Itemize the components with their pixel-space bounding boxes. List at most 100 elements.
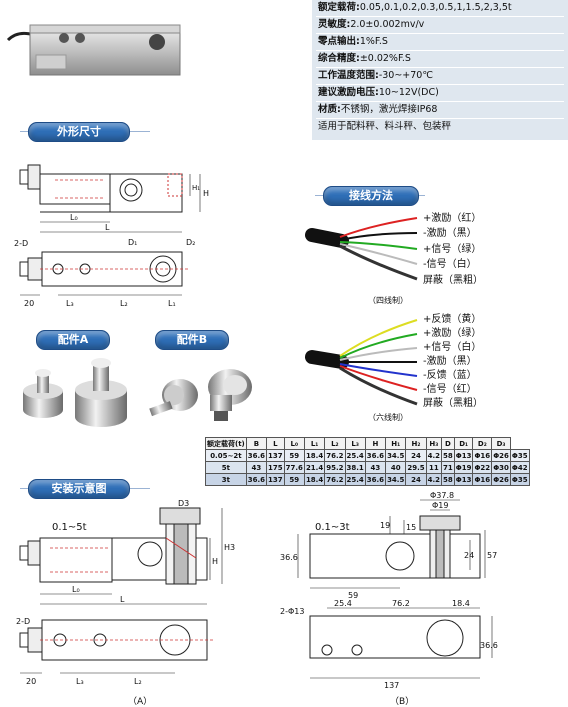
dim-20: 20 — [24, 299, 34, 308]
table-cell: 71 — [441, 461, 455, 474]
spec-row-temp-range: 工作温度范围:-30~+70℃ — [318, 70, 434, 81]
install-b-366b: 36.6 — [480, 641, 498, 650]
table-cell: Φ13 — [453, 473, 474, 486]
install-caption-a: （A） — [128, 697, 153, 707]
accessory-b-photo — [149, 369, 252, 421]
install-b-24: 24 — [464, 551, 474, 560]
table-cell: 59 — [283, 449, 305, 462]
table-cell: 58 — [441, 449, 455, 462]
table-cell: Φ19 — [453, 461, 474, 474]
table-cell: Φ22 — [472, 461, 493, 474]
spec-row-accuracy: 综合精度:±0.02%F.S — [318, 53, 411, 64]
section-wiring: 接线方法 — [323, 186, 419, 206]
table-cell: 11 — [425, 461, 443, 474]
spec-row-application: 适用于配料秤、料斗秤、包装秤 — [318, 121, 452, 132]
table-cell: 25.4 — [344, 473, 366, 486]
install-b-d19: Φ19 — [432, 501, 448, 510]
table-cell: 36.6 — [364, 473, 387, 486]
section-part-b: 配件B — [155, 330, 229, 350]
table-cell: Φ35 — [509, 449, 530, 462]
section-part-a: 配件A — [36, 330, 110, 350]
table-cell: 25.4 — [344, 449, 366, 462]
table-cell: 34.5 — [385, 449, 407, 462]
install-b-254: 25.4 — [334, 599, 352, 608]
table-cell: 24 — [405, 449, 427, 462]
table-cell: 95.2 — [324, 461, 346, 474]
install-a-D3: D3 — [178, 499, 189, 508]
table-cell: Φ35 — [509, 473, 530, 486]
dim-2D: 2-D — [14, 239, 28, 248]
install-b-59: 59 — [348, 591, 358, 600]
table-cell: 76.2 — [324, 473, 346, 486]
table-cell: 43 — [245, 461, 268, 474]
six-wire-cable — [305, 319, 418, 406]
install-a-L2: L₂ — [134, 677, 142, 686]
dim-H1: H₁ — [192, 184, 200, 192]
install-a-L3: L₃ — [76, 677, 84, 686]
install-b-15: 15 — [406, 523, 416, 532]
spec-row-sensitivity: 灵敏度:2.0±0.002mv/v — [318, 19, 425, 30]
table-cell: 36.6 — [364, 449, 387, 462]
table-cell: 18.4 — [303, 449, 326, 462]
section-outline: 外形尺寸 — [28, 122, 130, 142]
four-wire-cable — [305, 217, 418, 281]
install-drawing-a: D3 H H3 L₀ L 2-D 20 L₃ L₂ — [16, 499, 235, 686]
table-cell: Φ26 — [491, 473, 511, 486]
install-b-hole: 2-Φ13 — [280, 607, 304, 616]
install-b-137: 137 — [384, 681, 399, 690]
table-cell: 43 — [364, 461, 387, 474]
wire-label: +信号（白） — [423, 342, 482, 353]
install-b-57: 57 — [487, 551, 497, 560]
install-drawing-b: Φ37.8 Φ19 19 15 24 57 36.6 59 2-Φ13 25.4… — [280, 491, 498, 690]
wire-label: 屏蔽（黑粗） — [423, 275, 483, 286]
spec-row-rated-load: 额定载荷:0.05,0.1,0.2,0.3,0.5,1,1.5,2,3,5t — [318, 2, 512, 13]
table-cell: 4.2 — [425, 449, 443, 462]
install-left-range: 0.1~5t — [52, 522, 87, 533]
table-cell: 34.5 — [385, 473, 407, 486]
wire-label: -信号（红） — [423, 384, 477, 395]
table-cell: 4.2 — [425, 473, 443, 486]
dim-H: H — [203, 189, 209, 198]
install-right-range: 0.1~3t — [315, 522, 350, 533]
dim-D1: D₁ — [128, 238, 137, 247]
wire-label: 屏蔽（黑粗） — [423, 398, 483, 409]
table-cell: 24 — [405, 473, 427, 486]
install-b-366: 36.6 — [280, 553, 298, 562]
wire-label: -激励（黑） — [423, 228, 477, 239]
wire-label: +信号（绿） — [423, 244, 482, 255]
table-cell: 137 — [266, 449, 285, 462]
section-install: 安装示意图 — [28, 479, 130, 499]
install-a-2D: 2-D — [16, 617, 30, 626]
install-a-H3: H3 — [224, 543, 235, 552]
table-cell: Φ13 — [453, 449, 474, 462]
wire-label: +激励（红） — [423, 213, 482, 224]
table-cell: 58 — [441, 473, 455, 486]
wire-label: -反馈（蓝） — [423, 370, 477, 381]
outline-drawing: L₀ L H H₁ D₁ D₂ 2-D 20 L₃ L₂ L₁ — [14, 164, 209, 308]
table-cell: 18.4 — [303, 473, 326, 486]
wire-label: +反馈（黄） — [423, 314, 482, 325]
install-b-184: 18.4 — [452, 599, 470, 608]
load-cell-photo — [6, 24, 181, 76]
four-wire-caption: （四线制） — [368, 296, 408, 305]
spec-panel: 额定载荷:0.05,0.1,0.2,0.3,0.5,1,1.5,2,3,5t 灵… — [312, 0, 568, 140]
dim-L0: L₀ — [70, 213, 78, 222]
dim-L: L — [105, 223, 110, 232]
six-wire-caption: （六线制） — [368, 413, 408, 422]
install-a-L0: L₀ — [72, 585, 80, 594]
spec-row-material: 材质:不锈钢，激光焊接IP68 — [318, 104, 438, 115]
dim-D2: D₂ — [186, 238, 195, 247]
table-cell: Φ30 — [491, 461, 511, 474]
install-a-H: H — [212, 557, 218, 566]
table-cell: 76.2 — [324, 449, 346, 462]
table-cell: 0.05~2t — [205, 449, 247, 462]
dim-L2: L₂ — [120, 299, 128, 308]
table-cell: 21.4 — [303, 461, 326, 474]
table-cell: 137 — [266, 473, 285, 486]
